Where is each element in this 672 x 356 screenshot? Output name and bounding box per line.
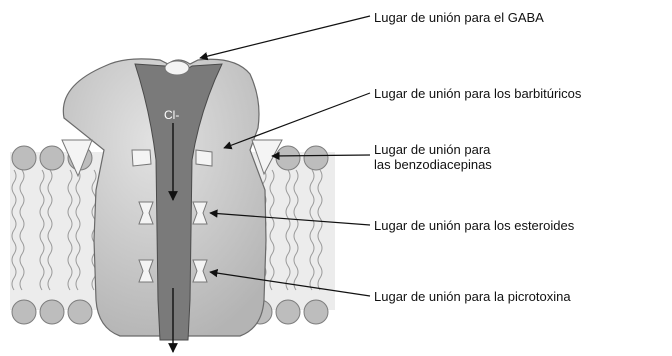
label-gaba-site: Lugar de unión para el GABA xyxy=(374,10,544,25)
label-steroid-site: Lugar de unión para los esteroides xyxy=(374,218,574,233)
label-picrotoxin-site: Lugar de unión para la picrotoxina xyxy=(374,289,571,304)
label-barbiturate-site: Lugar de unión para los barbitúricos xyxy=(374,86,581,101)
chloride-ion-label: Cl- xyxy=(164,108,179,122)
gaba-site xyxy=(165,61,189,75)
barbiturate-site-right xyxy=(196,150,212,166)
label-benzodiazepine-site-line1: Lugar de unión para xyxy=(374,142,490,157)
barbiturate-site-left xyxy=(132,150,151,166)
label-benzodiazepine-site-line2: las benzodiacepinas xyxy=(374,157,492,172)
pointer-gaba xyxy=(200,16,370,58)
